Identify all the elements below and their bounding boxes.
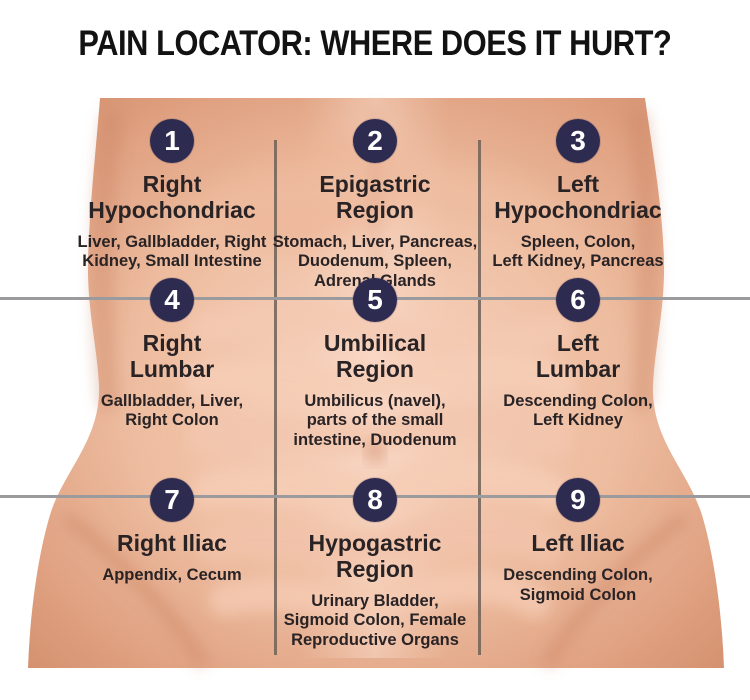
region-title: Right Lumbar [129,330,215,382]
region-left-lumbar: 6 Left Lumbar Descending Colon, Left Kid… [468,278,688,431]
region-number-badge: 6 [556,278,600,322]
region-organs: Liver, Gallbladder, Right Kidney, Small … [77,232,267,271]
header: PAIN LOCATOR: WHERE DOES IT HURT? [0,24,750,64]
region-title: Left Iliac [531,530,625,556]
region-organs: Urinary Bladder, Sigmoid Colon, Female R… [283,591,467,650]
region-right-lumbar: 4 Right Lumbar Gallbladder, Liver, Right… [62,278,282,431]
region-title: Left Hypochondriac [494,171,662,223]
region-number-badge: 3 [556,119,600,163]
region-title: Hypogastric Region [308,530,442,582]
region-title: Epigastric Region [319,171,431,223]
region-epigastric: 2 Epigastric Region Stomach, Liver, Panc… [265,119,485,292]
region-number-badge: 9 [556,478,600,522]
region-organs: Umbilicus (navel), parts of the small in… [293,391,457,450]
grid-vertical-line-left [274,140,277,655]
region-title: Umbilical Region [323,330,427,382]
region-number-badge: 7 [150,478,194,522]
region-hypogastric: 8 Hypogastric Region Urinary Bladder, Si… [265,478,485,651]
region-number-badge: 8 [353,478,397,522]
region-left-iliac: 9 Left Iliac Descending Colon, Sigmoid C… [468,478,688,605]
region-title: Right Iliac [117,530,227,556]
region-number-badge: 4 [150,278,194,322]
region-left-hypochondriac: 3 Left Hypochondriac Spleen, Colon, Left… [468,119,688,272]
region-right-iliac: 7 Right Iliac Appendix, Cecum [62,478,282,586]
page-title: PAIN LOCATOR: WHERE DOES IT HURT? [78,24,672,63]
grid-vertical-line-right [478,140,481,655]
region-organs: Descending Colon, Sigmoid Colon [503,565,653,604]
region-right-hypochondriac: 1 Right Hypochondriac Liver, Gallbladder… [62,119,282,272]
region-number-badge: 2 [353,119,397,163]
region-organs: Gallbladder, Liver, Right Colon [100,391,244,430]
region-organs: Stomach, Liver, Pancreas, Duodenum, Sple… [272,232,478,291]
region-umbilical: 5 Umbilical Region Umbilicus (navel), pa… [265,278,485,451]
region-number-badge: 1 [150,119,194,163]
region-organs: Appendix, Cecum [102,565,242,584]
region-title: Right Hypochondriac [88,171,256,223]
region-title: Left Lumbar [535,330,621,382]
region-organs: Spleen, Colon, Left Kidney, Pancreas [492,232,664,271]
region-organs: Descending Colon, Left Kidney [503,391,653,430]
region-number-badge: 5 [353,278,397,322]
